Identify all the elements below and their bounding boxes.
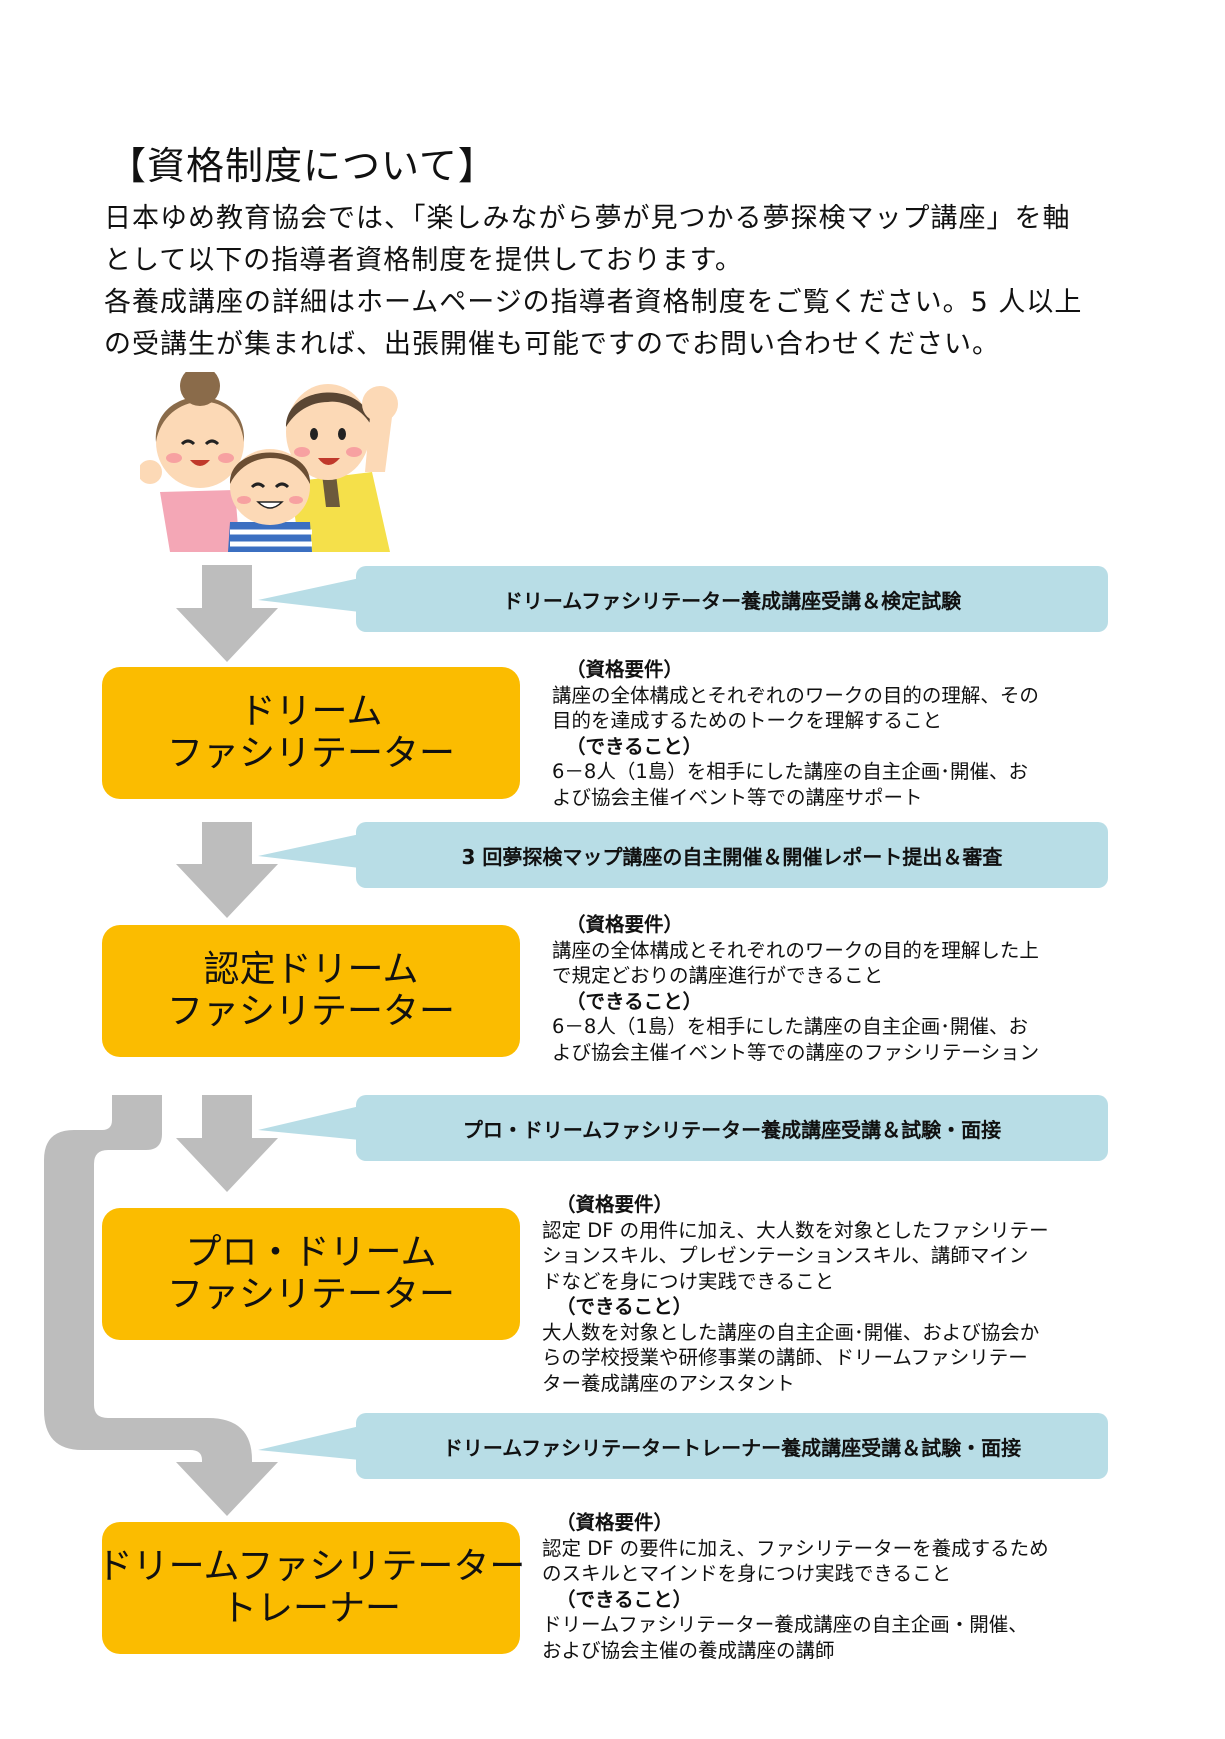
requirements-heading: （資格要件） [556, 1511, 674, 1534]
intro-text: 日本ゆめ教育協会では、「楽しみながら夢が見つかる夢探検マップ講座」を軸 として以… [104, 198, 1139, 366]
level-description: （資格要件） 認定 DF の用件に加え、大人数を対象としたファシリテー ションス… [542, 1192, 1049, 1396]
abilities-heading: （できること） [566, 989, 703, 1013]
down-arrow [176, 822, 278, 918]
abilities-line: ター養成講座のアシスタント [542, 1371, 795, 1395]
intro-line: 日本ゆめ教育協会では、「楽しみながら夢が見つかる夢探検マップ講座」を軸 [104, 203, 1071, 234]
requirements-line: 講座の全体構成とそれぞれのワークの目的を理解した上 [552, 938, 1039, 962]
abilities-line: ドリームファシリテーター養成講座の自主企画・開催、 [542, 1613, 1028, 1636]
requirements-line: ドなどを身につけ実践できること [542, 1269, 835, 1293]
requirements-line: で規定どおりの講座進行ができること [552, 964, 884, 987]
level-name-line: ファシリテーター [166, 1274, 455, 1315]
step-banner-3: プロ・ドリームファシリテーター養成講座受講＆試験・面接 [356, 1095, 1108, 1161]
page-title: 【資格制度について】 [108, 144, 497, 188]
level-name-line: ドリームファシリテーター [96, 1546, 526, 1587]
child-figure [228, 449, 312, 552]
level-box-certified-dream-facilitator: 認定ドリーム ファシリテーター [102, 925, 520, 1057]
requirements-heading: （資格要件） [566, 658, 684, 681]
level-box-dream-facilitator-trainer: ドリームファシリテーター トレーナー [97, 1522, 525, 1654]
abilities-line: 大人数を対象とした講座の自主企画･開催、および協会か [542, 1320, 1040, 1344]
abilities-line: よび協会主催イベント等での講座サポート [552, 785, 923, 809]
level-box-pro-dream-facilitator: プロ・ドリーム ファシリテーター [102, 1208, 520, 1340]
level-description: （資格要件） 講座の全体構成とそれぞれのワークの目的を理解した上 で規定どおりの… [552, 912, 1039, 1065]
requirements-heading: （資格要件） [566, 913, 684, 936]
level-name-line: ドリーム [239, 691, 383, 732]
requirements-line: のスキルとマインドを身につけ実践できること [542, 1562, 952, 1585]
banner-tail [258, 578, 360, 612]
banner-tail [258, 1106, 360, 1140]
level-description: （資格要件） 認定 DF の要件に加え、ファシリテーターを養成するため のスキル… [542, 1510, 1049, 1663]
down-arrow [176, 1095, 278, 1192]
abilities-heading: （できること） [556, 1295, 693, 1318]
requirements-line: 目的を達成するためのトークを理解すること [552, 709, 943, 732]
father-figure [286, 384, 398, 552]
intro-line: として以下の指導者資格制度を提供しております。 [104, 245, 743, 276]
bypass-arrow [44, 1095, 278, 1516]
mother-figure [140, 372, 245, 552]
abilities-heading: （できること） [566, 734, 703, 758]
intro-line: 各養成講座の詳細はホームページの指導者資格制度をご覧ください。5 人以上 [104, 287, 1083, 318]
intro-line: の受講生が集まれば、出張開催も可能ですのでお問い合わせください。 [104, 329, 1000, 360]
requirements-line: 講座の全体構成とそれぞれのワークの目的の理解、その [552, 683, 1039, 707]
level-description: （資格要件） 講座の全体構成とそれぞれのワークの目的の理解、その 目的を達成する… [552, 657, 1039, 810]
level-name-line: 認定ドリーム [203, 949, 419, 990]
abilities-heading: （できること） [556, 1587, 693, 1611]
abilities-line: および協会主催の養成講座の講師 [542, 1638, 835, 1662]
level-name-line: ファシリテーター [166, 991, 455, 1032]
abilities-line: 6－8人（1島）を相手にした講座の自主企画･開催、お [552, 1015, 1028, 1038]
abilities-line: よび協会主催イベント等での講座のファシリテーション [552, 1040, 1040, 1064]
down-arrow [176, 565, 278, 662]
abilities-line: 6－8人（1島）を相手にした講座の自主企画･開催、お [552, 760, 1028, 783]
banner-tail [258, 834, 360, 868]
abilities-line: らの学校授業や研修事業の講師、ドリームファシリテー [542, 1346, 1028, 1369]
level-name-line: トレーナー [220, 1588, 401, 1629]
step-banner-1: ドリームファシリテーター養成講座受講＆検定試験 [356, 566, 1108, 632]
requirements-line: 認定 DF の用件に加え、大人数を対象としたファシリテー [542, 1218, 1049, 1242]
step-banner-4: ドリームファシリテータートレーナー養成講座受講＆試験・面接 [356, 1413, 1108, 1479]
requirements-line: ションスキル、プレゼンテーションスキル、講師マイン [542, 1244, 1029, 1267]
requirements-heading: （資格要件） [556, 1193, 674, 1216]
level-name-line: プロ・ドリーム [185, 1232, 437, 1273]
level-box-dream-facilitator: ドリーム ファシリテーター [102, 667, 520, 799]
banner-tail [258, 1426, 360, 1460]
family-illustration [140, 372, 398, 552]
requirements-line: 認定 DF の要件に加え、ファシリテーターを養成するため [542, 1536, 1049, 1560]
step-banner-2: 3 回夢探検マップ講座の自主開催＆開催レポート提出＆審査 [356, 822, 1108, 888]
level-name-line: ファシリテーター [166, 733, 455, 774]
